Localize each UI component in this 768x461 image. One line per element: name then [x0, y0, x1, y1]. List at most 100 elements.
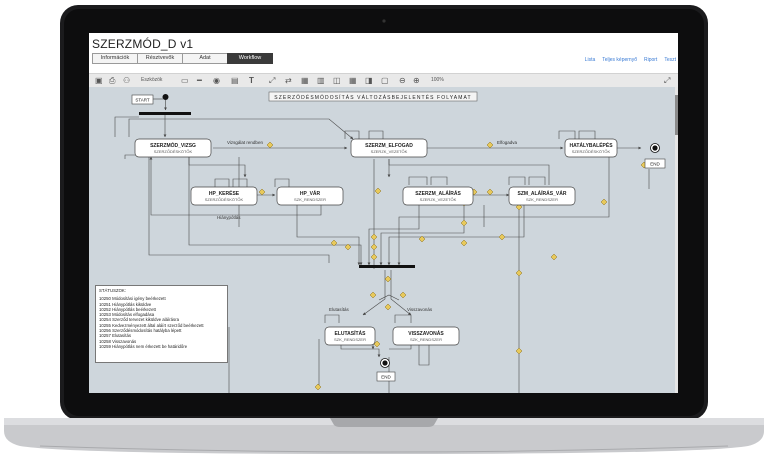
- edge-label-vizsgalat: Vizsgálat rendben: [227, 140, 263, 145]
- node-szerzm-alairas[interactable]: SZERZM_ALÁÍRÁS SZERZK_VEZETŐK: [402, 186, 474, 206]
- node-name: ELUTASÍTÁS: [334, 329, 366, 337]
- legend-item: 10254 Szerződ tervezet kiküldve aláírásr…: [99, 317, 180, 323]
- grid-tool-icon[interactable]: ▦: [349, 76, 357, 85]
- app-screen: SZERZMÓD_D v1 Információk Résztvevők Ada…: [89, 33, 678, 393]
- tab-adat[interactable]: Adat: [182, 53, 228, 64]
- edge-label-elutasitas: Elutasítás: [329, 307, 350, 312]
- expand-icon[interactable]: ⤢: [664, 76, 671, 85]
- frame-tool-icon[interactable]: ▢: [381, 76, 389, 85]
- decision-diamond: [418, 235, 426, 243]
- decision-diamond: [600, 198, 608, 206]
- zoom-out-icon[interactable]: ⊖: [399, 76, 406, 85]
- end-label: END: [381, 375, 391, 380]
- node-role: SZK_RENDSZER: [410, 337, 442, 342]
- node-name: HP_KERÉSE: [209, 189, 240, 197]
- legend-item: 10251 Hiánypótlás kiküldve: [99, 301, 152, 307]
- tab-informaciok[interactable]: Információk: [92, 53, 138, 64]
- tab-bar: Információk Résztvevők Adat Workflow: [92, 53, 273, 64]
- node-role: SZERZK_VEZETŐK: [371, 149, 408, 154]
- zoom-level: 100%: [431, 77, 444, 83]
- node-name: HATÁLYBALÉPÉS: [569, 141, 613, 149]
- legend-item: 10257 Elutasítás: [99, 333, 132, 339]
- join-bar-middle: [359, 265, 415, 268]
- legend-item: 10252 Hiánypótlás beérkezett: [99, 306, 156, 312]
- legend-item: 10256 Szerződésmódosítás hatályba lépett: [99, 328, 182, 334]
- link-riport[interactable]: Riport: [643, 57, 658, 63]
- node-name: SZM_ALÁÍRÁS_VÁR: [518, 189, 567, 197]
- decision-diamond: [486, 188, 494, 196]
- circle-tool-icon[interactable]: ◉: [213, 76, 220, 85]
- tab-resztvevok[interactable]: Résztvevők: [137, 53, 183, 64]
- link-teszt[interactable]: Teszt: [664, 57, 676, 63]
- node-szm-alairas-var[interactable]: SZM_ALÁÍRÁS_VÁR SZK_RENDSZER: [508, 186, 576, 206]
- decision-diamond: [258, 188, 266, 196]
- scrollbar-thumb[interactable]: [675, 95, 678, 135]
- line-tool-icon[interactable]: ━: [197, 76, 202, 85]
- node-elutasitas[interactable]: ELUTASÍTÁS SZK_RENDSZER: [324, 326, 376, 346]
- table-tool-icon[interactable]: ▥: [317, 76, 325, 85]
- columns-tool-icon[interactable]: ◫: [333, 76, 341, 85]
- node-name: VISSZAVONÁS: [408, 330, 444, 337]
- header-links: Lista Teljes képernyő Riport Teszt: [585, 57, 676, 63]
- decision-diamond: [370, 253, 378, 261]
- decision-diamond: [373, 340, 381, 348]
- legend-title: STÁTUSZOK:: [99, 288, 126, 293]
- tab-workflow[interactable]: Workflow: [227, 53, 273, 64]
- text-tool-icon[interactable]: T: [249, 76, 254, 85]
- header-tool-icon[interactable]: ▦: [301, 76, 309, 85]
- node-role: SZK_RENDSZER: [334, 337, 366, 342]
- node-role: SZK_RENDSZER: [294, 197, 326, 202]
- start-label: START: [135, 98, 150, 103]
- decision-diamond: [550, 253, 558, 261]
- decision-diamond: [515, 347, 523, 355]
- textbox-tool-icon[interactable]: ▤: [231, 76, 239, 85]
- workflow-canvas[interactable]: SZERZŐDÉSMÓDOSÍTÁS VÁLTOZÁSBEJELENTÉS FO…: [89, 87, 675, 393]
- node-role: SZERZŐDÉSKÖTŐK: [572, 149, 611, 154]
- diagram-title: SZERZŐDÉSMÓDOSÍTÁS VÁLTOZÁSBEJELENTÉS FO…: [274, 94, 471, 101]
- node-name: SZERZMÓD_VIZSG: [150, 141, 196, 149]
- node-role: SZERZŐDÉSKÖTŐK: [154, 149, 193, 154]
- link-lista[interactable]: Lista: [584, 57, 596, 63]
- node-name: SZERZM_ELFOGAD: [365, 143, 413, 149]
- legend-item: 10258 Visszavonás: [99, 338, 137, 344]
- node-hp-kerese[interactable]: HP_KERÉSE SZERZŐDÉSKÖTŐK: [190, 186, 258, 206]
- legend-item: 10250 Módosítási igény beérkezett: [99, 296, 166, 302]
- end-label: END: [650, 162, 660, 167]
- decision-diamond: [369, 291, 377, 299]
- decision-diamond: [399, 291, 407, 299]
- edge-label-elfogadva: Elfogadva: [497, 140, 518, 145]
- decision-diamond: [374, 187, 382, 195]
- link-teljes-kepernyo[interactable]: Teljes képernyő: [602, 57, 637, 63]
- decision-diamond: [330, 239, 338, 247]
- start-node[interactable]: [162, 94, 169, 100]
- node-hatalybalepes[interactable]: HATÁLYBALÉPÉS SZERZŐDÉSKÖTŐK: [564, 138, 618, 158]
- connector-tool-icon[interactable]: ⤢: [269, 76, 276, 85]
- save-icon[interactable]: ▣: [95, 76, 103, 85]
- node-hp-var[interactable]: HP_VÁR SZK_RENDSZER: [276, 186, 344, 206]
- node-role: SZK_RENDSZER: [526, 197, 558, 202]
- zoom-in-icon[interactable]: ⊕: [413, 76, 420, 85]
- rectangle-tool-icon[interactable]: ▭: [181, 76, 189, 85]
- status-legend: STÁTUSZOK: 10250 Módosítási igény beérke…: [95, 285, 228, 363]
- vertical-scrollbar[interactable]: [675, 87, 678, 393]
- users-icon[interactable]: ⚇: [123, 76, 131, 85]
- align-tool-icon[interactable]: ⇄: [285, 76, 292, 85]
- panel-tool-icon[interactable]: ◨: [365, 76, 373, 85]
- node-role: SZERZK_VEZETŐK: [420, 197, 457, 202]
- node-szerzmod-vizsg[interactable]: SZERZMÓD_VIZSG SZERZŐDÉSKÖTŐK: [134, 138, 212, 158]
- decision-diamond: [515, 269, 523, 277]
- decision-diamond: [460, 219, 468, 227]
- toolbar: ▣ ⎙ ⚇ Eszközök ▭ ━ ◉ ▤ T ⤢ ⇄ ▦ ▥ ◫ ▦ ◨ ▢…: [89, 73, 678, 88]
- print-icon[interactable]: ⎙: [109, 76, 116, 85]
- legend-item: 10259 Hiánypótlás nem érkezett be határi…: [99, 343, 188, 349]
- node-name: HP_VÁR: [300, 190, 321, 197]
- decision-diamond: [314, 383, 322, 391]
- decision-diamond: [486, 141, 494, 149]
- node-role: SZERZŐDÉSKÖTŐK: [205, 197, 244, 202]
- node-visszavonas[interactable]: VISSZAVONÁS SZK_RENDSZER: [392, 326, 460, 346]
- page-title: SZERZMÓD_D v1: [92, 37, 194, 51]
- node-szerzm-elfogad[interactable]: SZERZM_ELFOGAD SZERZK_VEZETŐK: [350, 138, 428, 158]
- workflow-diagram: SZERZŐDÉSMÓDOSÍTÁS VÁLTOZÁSBEJELENTÉS FO…: [114, 91, 666, 393]
- fork-bar-top: [139, 112, 191, 115]
- decision-diamond: [370, 233, 378, 241]
